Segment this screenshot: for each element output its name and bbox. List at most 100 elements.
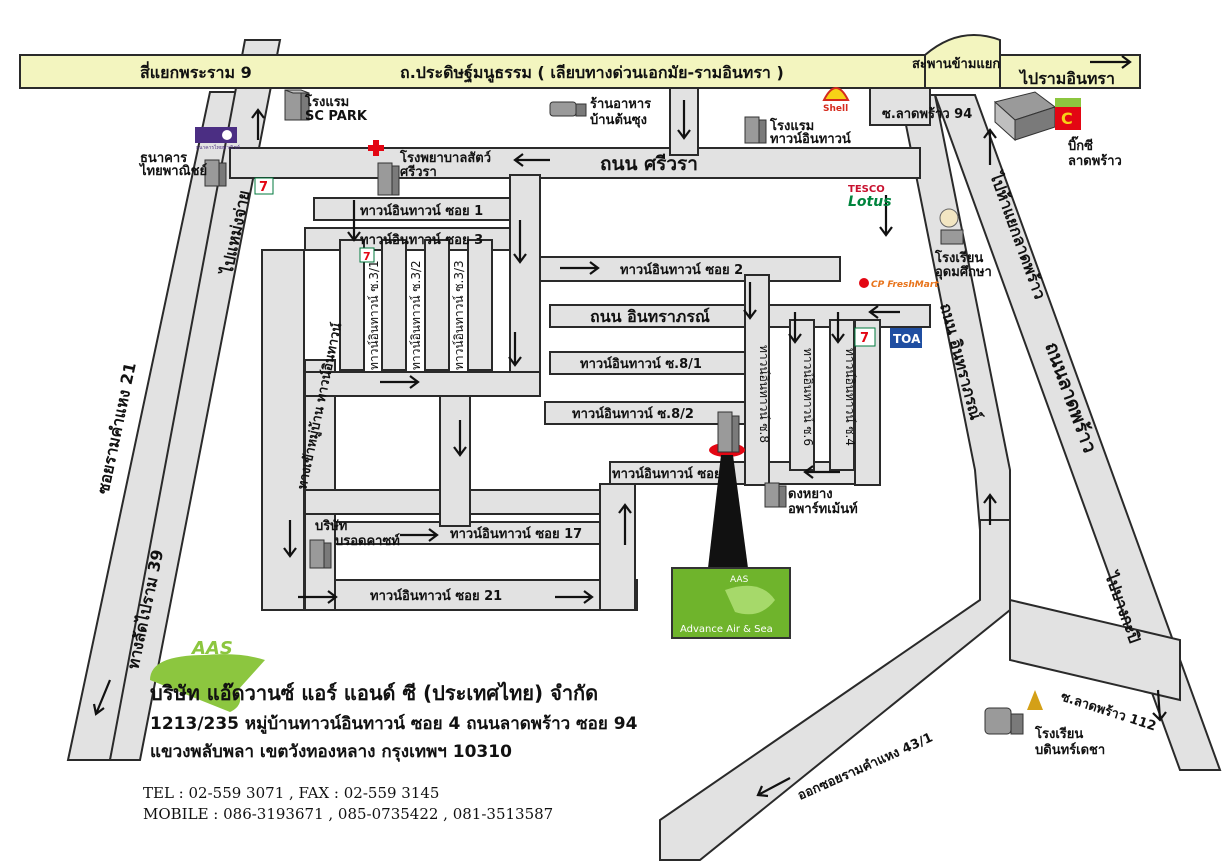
sc-park-label-1: โรงแรม: [304, 93, 349, 110]
aas-signboard: AAS Advance Air & Sea: [671, 567, 791, 639]
ladprao112-road: [1009, 598, 1181, 702]
svg-text:C: C: [1061, 109, 1073, 128]
bridge-label: สะพานข้ามแยก: [912, 56, 1000, 72]
dongyang-label-1: ดงหยาง: [788, 487, 833, 502]
school-udom-icon: [939, 208, 964, 245]
seven-eleven-icon: 7: [254, 177, 274, 195]
soi3-label: ทาวน์อินทาวน์ ซอย 3: [360, 232, 483, 248]
sriwara-road: [229, 147, 921, 179]
soi4-right-vertical: [854, 319, 881, 486]
sc-park-label-2: SC PARK: [305, 109, 368, 124]
school-udom-label-2: อุดมศึกษา: [935, 264, 992, 280]
aas-logo-text: AAS: [190, 638, 233, 659]
soi4-vertical-label: ทาวน์อินทาวน์ ซ.4: [843, 348, 857, 446]
soi2-label: ทาวน์อินทาวน์ ซอย 2: [620, 262, 743, 278]
soi6-vertical-road: [789, 319, 815, 471]
soi3-2-label: ทาวน์อินทาวน์ ซ.3/2: [409, 260, 423, 370]
ram43-exit-road: [659, 519, 1011, 861]
restaurant-icon: [549, 101, 587, 117]
sc-park-building-icon: [284, 89, 310, 121]
bigc-label-1: บิ๊กซี: [1068, 136, 1093, 154]
sriwara-label: ถนน ศรีวรา: [600, 153, 698, 175]
tesco-lotus-logo-icon: TESCO Lotus: [848, 184, 892, 210]
soi1-label: ทาวน์อินทาวน์ ซอย 1: [360, 203, 483, 219]
broadcast-building-icon: [309, 539, 332, 569]
bigc-building-icon: [993, 91, 1057, 142]
highway-main-label: ถ.ประดิษฐ์มนูธรรม ( เลียบทางด่วนเอกมัย-ร…: [400, 63, 784, 84]
aas-signboard-bottom: Advance Air & Sea: [680, 624, 773, 635]
school-bodin-icon: [984, 707, 1024, 735]
to-ram-inthra-arrow: [1090, 55, 1132, 69]
soi8-1-label: ทาวน์อินทาวน์ ซ.8/1: [580, 356, 702, 372]
svg-text:7: 7: [363, 250, 371, 263]
svg-text:7: 7: [860, 331, 869, 346]
company-mobile: MOBILE : 086-3193671 , 085-0735422 , 081…: [143, 805, 554, 823]
ladprao94-label: ซ.ลาดพร้าว 94: [882, 106, 972, 122]
bigc-label-2: ลาดพร้าว: [1068, 153, 1122, 169]
mid-vertical-road: [439, 395, 471, 527]
bank-label-1: ธนาคาร: [140, 151, 187, 166]
svg-text:Lotus: Lotus: [848, 194, 892, 210]
company-name: บริษัท แอ๊ดวานซ์ แอร์ แอนด์ ซี (ประเทศไท…: [150, 681, 599, 705]
direction-arrows: [92, 100, 1167, 798]
vet-label-2: ศรีวรา: [400, 164, 437, 180]
scb-bank-logo-icon: ธนาคารไทยพาณิชย์: [195, 127, 240, 151]
to-ram-inthra-label: ไปรามอินทรา: [1018, 69, 1115, 88]
highway-left-label: สี่แยกพระราม 9: [140, 61, 252, 82]
company-address-2: แขวงพลับพลา เขตวังทองหลาง กรุงเทพฯ 10310: [150, 742, 512, 762]
soi8-2-label: ทาวน์อินทาวน์ ซ.8/2: [572, 406, 694, 422]
soi17-label: ทาวน์อินทาวน์ ซอย 17: [450, 526, 582, 542]
school-bodin-label-2: บดินทร์เดชา: [1035, 742, 1105, 758]
soi3-vertical-3: [424, 239, 450, 371]
company-tel-fax: TEL : 02-559 3071 , FAX : 02-559 3145: [143, 784, 440, 802]
intharaporn-inner-label: ถนน อินทราภรณ์: [590, 307, 710, 326]
school-udom-label-1: โรงเรียน: [934, 249, 983, 266]
shell-text: Shell: [823, 104, 848, 114]
restaurant-label-2: บ้านต้นซุง: [590, 112, 647, 128]
bank-building-icon: [204, 159, 227, 187]
seven-eleven-icon-2: 7: [359, 247, 375, 263]
aas-signboard-top: AAS: [730, 575, 749, 585]
svg-text:CP FreshMart: CP FreshMart: [871, 280, 939, 290]
svg-text:7: 7: [259, 180, 268, 195]
ladprao94-road: [869, 84, 931, 126]
maeng-jai-road: [108, 39, 282, 761]
soi3-1-label: ทาวน์อินทาวน์ ซ.3/1: [367, 260, 381, 370]
broadcast-label-1: บริษัท: [315, 519, 347, 534]
village-main-road: [261, 249, 305, 611]
soi3-vertical-2: [381, 239, 407, 371]
vet-hospital-icon: [368, 140, 384, 156]
dongyang-building-icon: [764, 482, 787, 508]
vet-building-icon: [377, 162, 400, 196]
horizontal-mid-road: [304, 371, 541, 397]
hotel-tit-label-2: ทาวน์อินทาวน์: [770, 131, 851, 147]
scb-logo-text: ธนาคารไทยพาณิชย์: [196, 144, 240, 151]
shell-logo-icon: Shell: [822, 87, 850, 114]
dongyang-label-2: อพาร์ทเม้นท์: [788, 501, 858, 517]
right-vertical-road: [599, 483, 636, 611]
soi6-vertical-label: ทาวน์อินทาวน์ ซ.6: [801, 348, 815, 446]
freshmart-logo-icon: CP FreshMart: [859, 278, 939, 290]
hotel-tit-building-icon: [744, 116, 767, 144]
soi3-3-label: ทาวน์อินทาวน์ ซ.3/3: [452, 260, 466, 370]
aas-location-marker-icon: [708, 411, 748, 568]
school-bodin-label-1: โรงเรียน: [1034, 725, 1083, 742]
broadcast-label-2: บรอดคาซท์: [335, 533, 400, 549]
svg-text:TESCO: TESCO: [848, 184, 885, 195]
toa-logo-icon: TOA: [890, 328, 922, 348]
ladprao-road: [933, 94, 1222, 771]
vet-label-1: โรงพยาบาลสัตว์: [399, 149, 491, 166]
svg-text:TOA: TOA: [893, 332, 921, 346]
company-address-1: 1213/235 หมู่บ้านทาวน์อินทาวน์ ซอย 4 ถนน…: [150, 714, 638, 734]
soi3-vertical-4: [467, 239, 493, 371]
flyover-bridge: [924, 34, 1001, 89]
seven-eleven-icon-3: 7: [854, 327, 876, 347]
soi4-label: ทาวน์อินทาวน์ ซอย 4: [612, 466, 735, 482]
bigc-logo-icon: C: [1055, 98, 1081, 130]
restaurant-label-1: ร้านอาหาร: [590, 96, 651, 112]
school-bodin-emblem-icon: [1027, 690, 1043, 710]
aas-company-logo-icon: AAS: [150, 638, 265, 712]
soi8-vertical-label: ทาวน์อินทาวน์ ซ.8: [757, 345, 771, 443]
soi4-vertical-road: [829, 319, 855, 471]
bank-label-2: ไทยพาณิชย์: [138, 162, 207, 179]
